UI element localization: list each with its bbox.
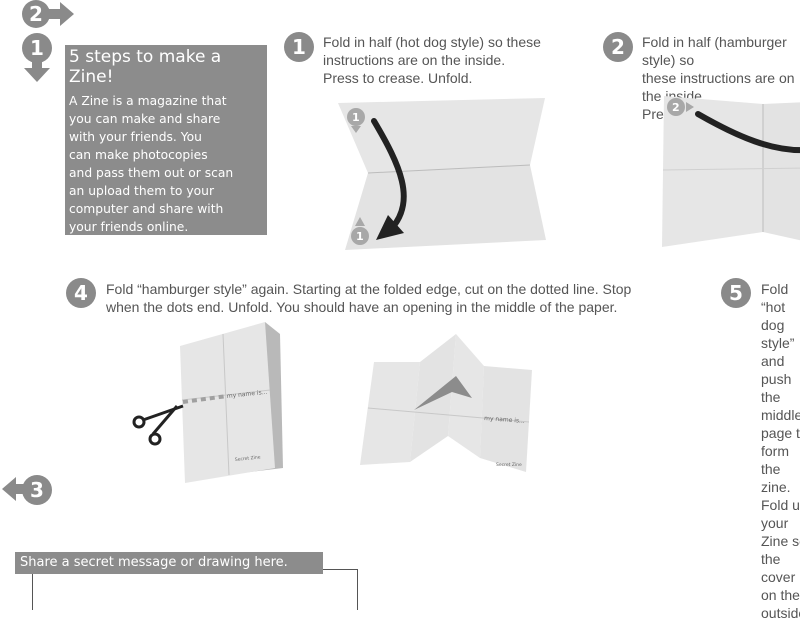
back-caption-1: Secret Zine (235, 454, 261, 463)
page-caption-2: my name is... (484, 415, 525, 425)
paper-left-half (662, 96, 763, 247)
nav-step-2-badge[interactable]: 2 (22, 0, 50, 28)
intro-panel: 5 steps to make a Zine! A Zine is a maga… (65, 45, 267, 235)
step-5-number: 5 (729, 281, 743, 305)
step-5-badge: 5 (721, 278, 751, 308)
paper-panel-1 (360, 362, 420, 465)
step-5-text: Fold “hot dog style” and push the middle… (761, 281, 800, 621)
intro-step-badge: 1 (22, 33, 52, 63)
paper-panel-4 (480, 366, 532, 472)
opening-shadow (414, 376, 472, 410)
step-1-text: Fold in half (hot dog style) so these in… (323, 34, 541, 86)
arrow-right-icon (48, 2, 74, 26)
fold-crease (367, 164, 531, 174)
swoop-arrow-icon (695, 111, 800, 154)
step-2-number: 2 (611, 35, 625, 59)
diagram-hotdog-fold: 1 1 (338, 98, 546, 250)
paper-front-layer (180, 322, 275, 483)
diagram1-bottom-number: 1 (356, 230, 364, 243)
nav-step-3-number: 3 (30, 478, 44, 502)
nav-step-2-number: 2 (29, 2, 43, 26)
paper-bottom-half (345, 165, 546, 250)
step-1-number: 1 (292, 35, 306, 59)
arrow-down-icon (24, 60, 50, 82)
page-caption-1: my name is... (226, 389, 267, 400)
diagram-hamburger-fold: 2 (662, 96, 800, 247)
back-caption-2: Secret Zine (496, 462, 522, 468)
nav-step-3-badge[interactable]: 3 (22, 475, 52, 505)
dotted-cut-line (182, 394, 228, 404)
diagram2-number: 2 (672, 101, 680, 114)
step-4-number: 4 (74, 281, 88, 305)
step-2-badge: 2 (603, 32, 633, 62)
step-4-text: Fold “hamburger style” again. Starting a… (106, 281, 632, 315)
paper-right-half (763, 102, 800, 241)
intro-body: A Zine is a magazine that you can make a… (69, 94, 234, 234)
paper-top-half (338, 98, 545, 173)
step-1-badge: 1 (284, 32, 314, 62)
secret-message-area[interactable] (32, 569, 358, 610)
diagram1-top-number: 1 (352, 111, 360, 124)
intro-step-number: 1 (30, 36, 44, 60)
intro-title: 5 steps to make a Zine! (69, 47, 222, 87)
curved-arrow-icon (371, 118, 407, 231)
step-4-badge: 4 (66, 278, 96, 308)
diagram-cut-fold: my name is... Secret Zine (132, 322, 283, 483)
scissors-icon (132, 404, 184, 446)
secret-message-label: Share a secret message or drawing here. (15, 552, 323, 574)
arrow-left-icon (2, 477, 28, 501)
diagram-unfolded-opening: my name is... Secret Zine (360, 334, 532, 472)
